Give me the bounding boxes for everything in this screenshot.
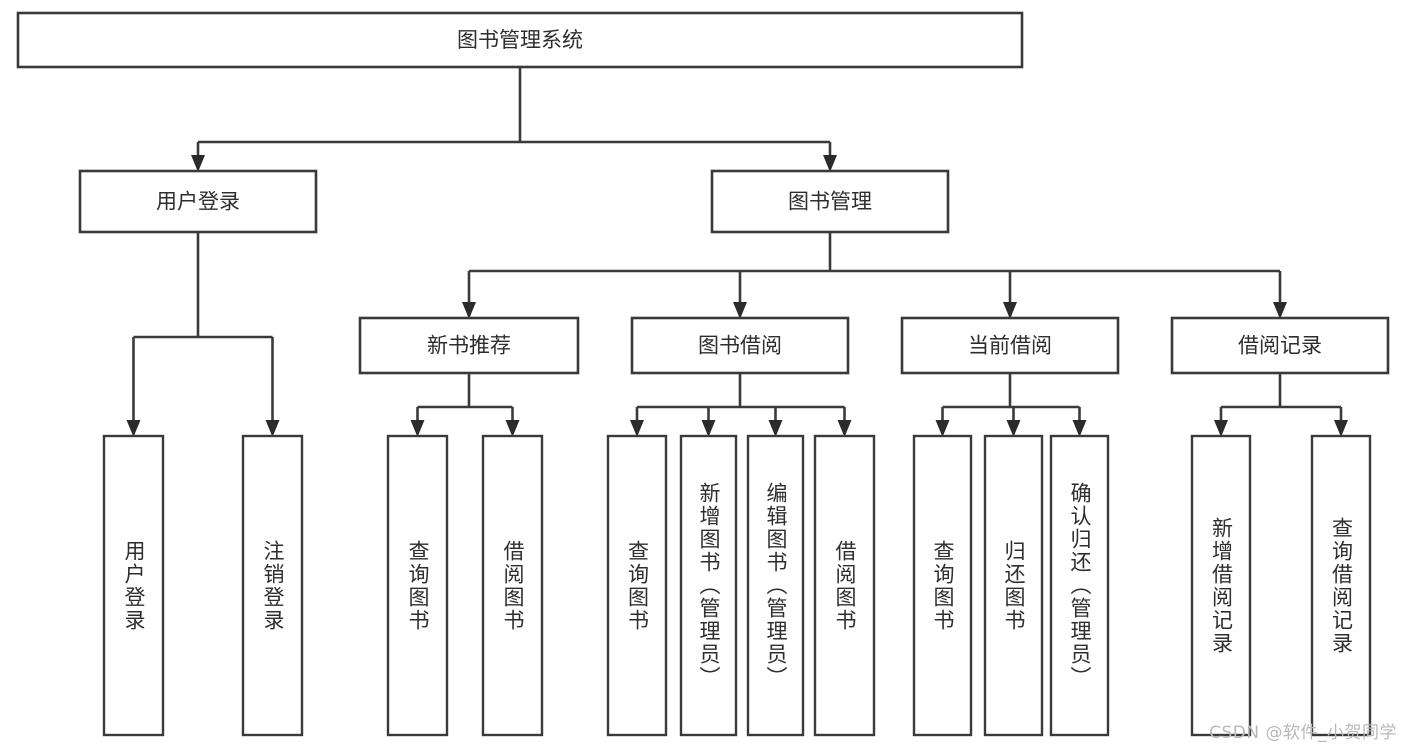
watermark-text: CSDN @软件_小贺同学 xyxy=(1209,723,1397,743)
node-box-leaf-user-login[interactable] xyxy=(102,434,165,737)
arrow-head-icon xyxy=(1006,420,1021,437)
arrow-head-icon xyxy=(935,420,950,437)
node-box-leaf-query-book-3[interactable] xyxy=(912,434,973,737)
arrow-head-icon xyxy=(630,420,644,437)
node-box-current-borrow[interactable] xyxy=(900,316,1120,375)
arrow-head-icon xyxy=(191,155,205,172)
node-box-borrow-record[interactable] xyxy=(1170,316,1390,375)
node-label-book-manage: 图书管理 xyxy=(788,190,872,214)
node-box-layer xyxy=(16,11,1390,737)
node-box-leaf-query-book-2[interactable] xyxy=(606,434,668,737)
node-label-book-borrow: 图书借阅 xyxy=(698,334,782,358)
node-box-leaf-return-book[interactable] xyxy=(983,434,1044,737)
node-box-leaf-logout[interactable] xyxy=(241,434,304,737)
node-box-new-book-recommend[interactable] xyxy=(358,316,580,375)
node-box-leaf-edit-book[interactable] xyxy=(746,434,805,737)
node-box-leaf-confirm-return[interactable] xyxy=(1049,434,1110,737)
node-label-borrow-record: 借阅记录 xyxy=(1238,334,1322,358)
arrow-head-icon xyxy=(1214,420,1228,437)
node-box-leaf-add-record[interactable] xyxy=(1190,434,1252,737)
arrow-head-icon xyxy=(823,155,837,172)
arrow-head-icon xyxy=(462,302,476,319)
arrow-head-icon xyxy=(265,420,280,437)
arrow-head-icon xyxy=(837,420,852,437)
node-label-user-login: 用户登录 xyxy=(156,190,240,214)
node-box-book-borrow[interactable] xyxy=(630,316,850,375)
node-box-book-manage[interactable] xyxy=(710,169,950,234)
arrow-head-icon xyxy=(1334,420,1348,437)
node-box-leaf-add-book[interactable] xyxy=(679,434,738,737)
arrow-head-icon xyxy=(733,302,747,319)
arrow-head-icon xyxy=(768,420,783,437)
arrow-head-icon xyxy=(1003,302,1017,319)
node-label-new-book-recommend: 新书推荐 xyxy=(427,334,511,358)
node-label-current-borrow: 当前借阅 xyxy=(968,334,1052,358)
connector-layer xyxy=(126,67,1348,437)
arrow-head-icon xyxy=(1072,420,1087,437)
arrow-head-icon xyxy=(126,420,141,437)
node-box-leaf-query-book-1[interactable] xyxy=(386,434,449,737)
node-label-root: 图书管理系统 xyxy=(457,28,583,52)
node-box-user-login[interactable] xyxy=(78,169,318,234)
node-box-root[interactable] xyxy=(16,11,1024,69)
arrow-head-icon xyxy=(701,420,716,437)
node-box-leaf-borrow-book-1[interactable] xyxy=(481,434,544,737)
arrow-head-icon xyxy=(1273,302,1287,319)
arrow-head-icon xyxy=(505,420,520,437)
node-box-leaf-query-record[interactable] xyxy=(1310,434,1372,737)
node-box-leaf-borrow-book-2[interactable] xyxy=(813,434,876,737)
arrow-head-icon xyxy=(410,420,425,437)
